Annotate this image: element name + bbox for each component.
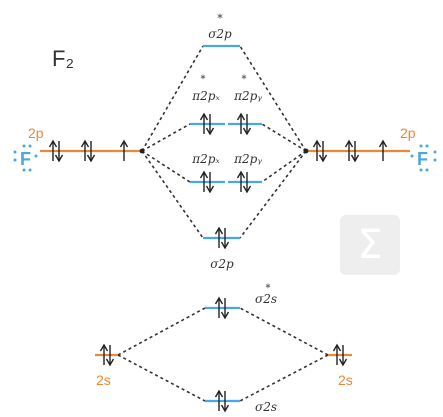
pistar-x-down-head	[205, 127, 215, 136]
right-2p-1-up-head	[312, 139, 322, 148]
sigma-2p-down-head	[220, 241, 230, 250]
sigma-2p-level: σ2p	[203, 236, 240, 271]
sigma-2s-up-head	[214, 389, 224, 398]
left-lewis-structure: F	[13, 144, 38, 172]
pistar-y-down-head	[242, 127, 252, 136]
right-2p-2-down-head	[350, 154, 360, 163]
sigma-2p-up-head	[214, 226, 224, 235]
sigma-star-2p-level: * σ2p	[203, 12, 240, 48]
right-2s-down-head	[338, 358, 348, 367]
svg-text:*: *	[242, 74, 247, 85]
left-2p-2-up-head	[80, 139, 90, 148]
watermark-logo: Σ	[340, 215, 400, 275]
svg-text:π2pₓ: π2pₓ	[191, 89, 220, 103]
svg-text:σ2p: σ2p	[208, 27, 232, 41]
left-2p-1-down-head	[54, 154, 64, 163]
pi-x-down-head	[205, 185, 215, 194]
svg-text:2p: 2p	[400, 125, 416, 141]
pi-star-2p-levels: * * π2pₓ π2pᵧ	[190, 74, 262, 126]
right-lewis-structure: F	[410, 144, 437, 172]
pi-x-up-head	[199, 170, 209, 179]
pistar-y-up-head	[236, 112, 246, 121]
pi-y-down-head	[242, 185, 252, 194]
sigma-star-2s-level: * σ2s	[205, 283, 277, 310]
molecule-title: F₂	[52, 46, 74, 71]
left-2p-1-up-head	[48, 139, 58, 148]
right-2p-3-head	[378, 139, 388, 148]
svg-text:π2pᵧ: π2pᵧ	[233, 89, 262, 103]
svg-text:*: *	[217, 12, 223, 25]
left-node-dot	[139, 148, 145, 154]
sigma-star-2s-up-head	[214, 296, 224, 305]
svg-text:Σ: Σ	[357, 222, 382, 268]
svg-text:σ2p: σ2p	[210, 257, 234, 271]
right-2s-up-head	[332, 343, 342, 352]
svg-text:2p: 2p	[28, 125, 44, 141]
left-2s-level: 2s	[95, 353, 118, 388]
correlation-lines-2s	[117, 307, 329, 402]
svg-text:σ2s: σ2s	[255, 400, 277, 414]
svg-text:F: F	[20, 149, 31, 169]
left-2s-down-head	[105, 358, 115, 367]
left-2p-3-head	[119, 139, 129, 148]
right-node-dot	[303, 148, 309, 154]
right-2p-2-up-head	[344, 139, 354, 148]
left-2s-up-head	[99, 343, 109, 352]
svg-text:π2pᵧ: π2pᵧ	[233, 152, 262, 166]
svg-text:2s: 2s	[96, 372, 111, 388]
pistar-x-up-head	[199, 112, 209, 121]
svg-text:2s: 2s	[338, 372, 353, 388]
svg-text:*: *	[201, 74, 206, 85]
svg-text:π2pₓ: π2pₓ	[191, 152, 220, 166]
svg-text:σ2s: σ2s	[255, 292, 277, 306]
right-2p-1-down-head	[318, 154, 328, 163]
left-2p-2-down-head	[86, 154, 96, 163]
pi-2p-levels: π2pₓ π2pᵧ	[190, 152, 262, 184]
electron-arrows	[48, 112, 388, 413]
correlation-lines-2p	[141, 45, 307, 239]
left-2p-levels: 2p	[28, 125, 140, 153]
svg-text:*: *	[266, 283, 271, 294]
sigma-2s-down-head	[220, 404, 230, 413]
sigma-2s-level: σ2s	[205, 399, 277, 414]
sigma-star-2s-down-head	[220, 311, 230, 320]
right-2p-levels: 2p	[308, 125, 416, 153]
pi-y-up-head	[236, 170, 246, 179]
right-2s-level: 2s	[328, 353, 353, 388]
svg-text:F: F	[417, 149, 428, 169]
